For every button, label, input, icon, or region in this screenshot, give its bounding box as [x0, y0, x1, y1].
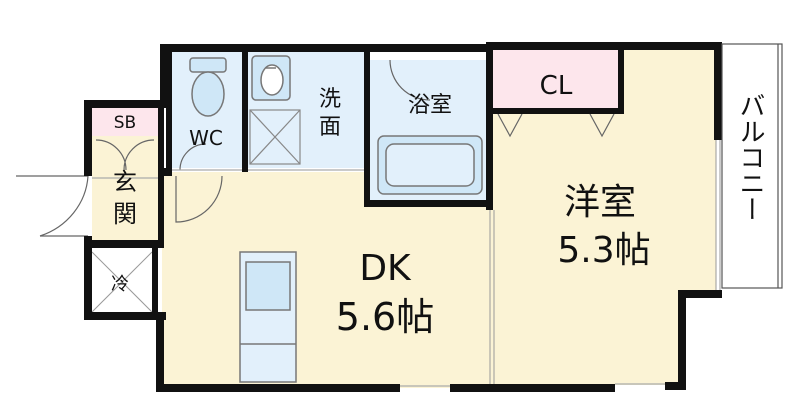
balcony-label: バルコニー — [735, 92, 765, 222]
sb-label: SB — [114, 113, 136, 133]
closet-floor — [492, 50, 622, 112]
fixtures — [91, 55, 483, 383]
bath-label: 浴室 — [408, 93, 452, 118]
washroom-label-2: 面 — [319, 115, 341, 140]
wc-label: WC — [189, 126, 223, 150]
walls — [84, 42, 722, 392]
western-room-label-1: 洋室 — [564, 182, 636, 223]
entrance-label-2: 関 — [113, 200, 137, 228]
western-room-label-2: 5.3帖 — [557, 230, 650, 271]
wc-door-swing — [179, 143, 207, 171]
dk-door-swing — [175, 175, 223, 223]
dk-label-1: DK — [359, 248, 412, 289]
fridge-label: 冷 — [111, 274, 129, 295]
washroom-label-1: 洗 — [319, 87, 341, 112]
balcony-floor — [720, 44, 782, 288]
kitchen-counter-icon — [239, 251, 297, 383]
closet-door-left — [497, 113, 523, 138]
entrance-label-1: 玄 — [113, 168, 137, 196]
western-room-floor — [490, 50, 716, 385]
sink-icon — [251, 55, 291, 101]
bathtub-icon — [377, 135, 483, 195]
entrance-floor — [92, 135, 158, 243]
front-door-swing — [16, 175, 89, 237]
entrance-door-swing — [95, 139, 155, 171]
fridge-space-icon — [91, 251, 153, 313]
doors — [16, 59, 721, 387]
dk-label-2: 5.6帖 — [336, 295, 434, 339]
washer-space-icon — [249, 109, 301, 165]
bath-door-swing — [389, 59, 431, 101]
room-labels: SB 玄 関 WC 洗 面 浴室 CL 洋室 5.3帖 DK 5.6帖 冷 バル… — [111, 71, 765, 339]
closet-door-right — [589, 113, 615, 138]
closet-label: CL — [540, 71, 573, 101]
sb-floor — [92, 108, 158, 136]
toilet-icon — [189, 57, 227, 117]
balcony-outline — [721, 43, 783, 289]
